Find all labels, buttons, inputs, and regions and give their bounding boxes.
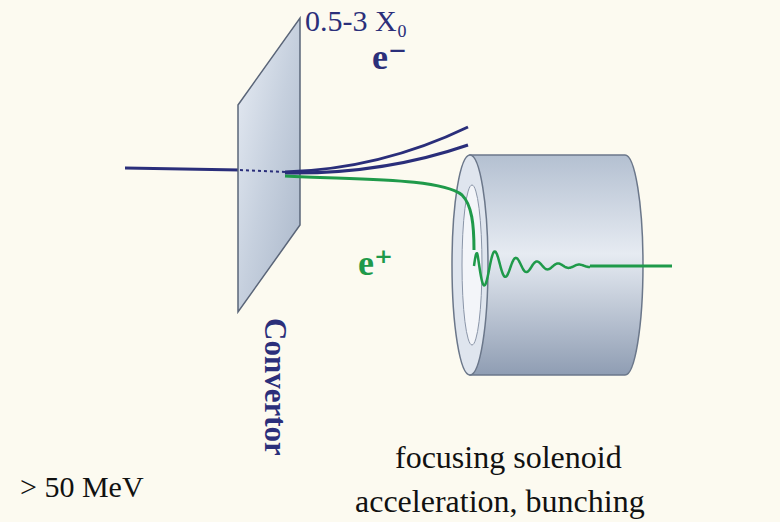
converter-plate	[238, 18, 300, 312]
electron-beam	[125, 168, 240, 170]
positron-track	[285, 176, 474, 250]
function-label: acceleration, bunching	[355, 484, 645, 519]
electron-track	[285, 145, 468, 173]
electron-track	[285, 127, 468, 172]
positron-label: e⁺	[358, 244, 393, 284]
positron-spiral	[474, 251, 590, 285]
positron-track	[590, 265, 672, 268]
energy-label: > 50 MeV	[20, 470, 144, 503]
thickness-label: 0.5-3 X₀	[305, 4, 407, 37]
electron-path-inside	[240, 170, 285, 172]
electron-label: e⁻	[372, 38, 407, 78]
solenoid-label: focusing solenoid	[395, 440, 622, 475]
converter-label: Convertor	[258, 318, 292, 456]
solenoid-front	[452, 155, 488, 375]
